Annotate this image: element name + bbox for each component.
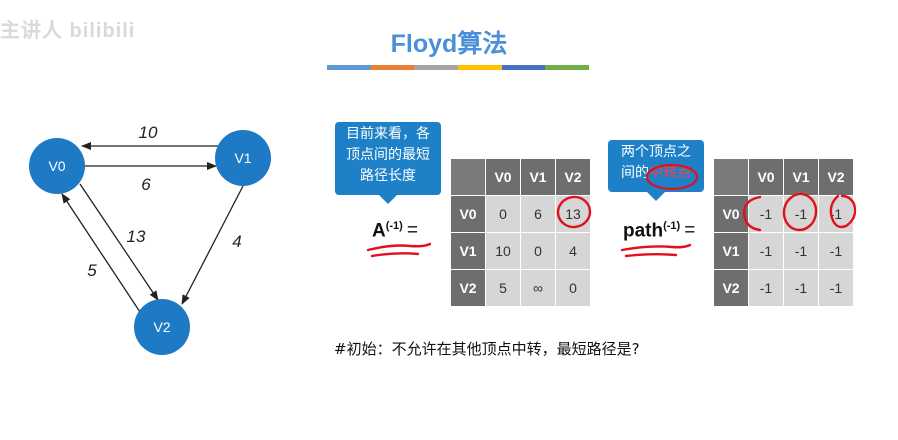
title-color-bars xyxy=(327,65,590,70)
edge-v1-v2 xyxy=(181,185,244,305)
watermark: 主讲人 bilibili xyxy=(0,20,136,42)
ink-underline xyxy=(366,242,432,258)
matrix-cell: 0 xyxy=(520,232,556,270)
column-header: V0 xyxy=(485,158,521,196)
slide-title: Floyd算法 xyxy=(390,30,508,58)
color-bar xyxy=(414,65,459,70)
path-matrix: V0 V1 V2 V0 -1 -1 -1 V1 -1 -1 -1 V2 -1 -… xyxy=(713,158,854,307)
edge-weight-5: 5 xyxy=(87,261,97,280)
matrix-cell: 10 xyxy=(485,232,521,270)
matrix-path-superscript: (-1) xyxy=(663,220,681,232)
matrix-cell: 0 xyxy=(555,269,591,307)
row-header: V0 xyxy=(713,195,749,233)
color-bar xyxy=(501,65,546,70)
row-header: V1 xyxy=(713,232,749,270)
color-bar xyxy=(370,65,415,70)
column-header: V1 xyxy=(783,158,819,196)
equals-sign: = xyxy=(406,220,418,242)
column-header: V1 xyxy=(520,158,556,196)
node-label-v1: V1 xyxy=(234,150,251,166)
matrix-cell: -1 xyxy=(748,269,784,307)
color-bar xyxy=(458,65,502,70)
matrix-cell: 5 xyxy=(485,269,521,307)
node-v0: V0 xyxy=(29,138,85,194)
graph-diagram: 10 6 13 5 4 V0 V1 V2 xyxy=(29,123,271,355)
matrix-cell: -1 xyxy=(783,232,819,270)
callout-line: 顶点间的最短 xyxy=(346,147,430,163)
matrix-a-label: A(-1)= xyxy=(372,220,418,242)
edge-weight-13: 13 xyxy=(127,227,146,246)
matrix-cell: -1 xyxy=(818,232,854,270)
callout-line: 两个顶点之 xyxy=(621,144,691,160)
matrix-cell: 0 xyxy=(485,195,521,233)
column-header: V0 xyxy=(748,158,784,196)
row-header: V0 xyxy=(450,195,486,233)
matrix-cell: 6 xyxy=(520,195,556,233)
row-header: V2 xyxy=(713,269,749,307)
edge-weight-6: 6 xyxy=(141,175,151,194)
node-v1: V1 xyxy=(215,130,271,186)
matrix-cell: ∞ xyxy=(520,269,556,307)
callout-line: 间的中转点 xyxy=(608,163,704,184)
matrix-cell: -1 xyxy=(748,232,784,270)
column-header: V2 xyxy=(818,158,854,196)
matrix-cell: -1 xyxy=(783,195,819,233)
color-bar xyxy=(327,65,371,70)
matrix-corner xyxy=(450,158,486,196)
distance-matrix: V0 V1 V2 V0 0 6 13 V1 10 0 4 V2 5 ∞ 0 xyxy=(450,158,591,307)
ink-underline xyxy=(620,243,692,258)
matrix-cell: -1 xyxy=(783,269,819,307)
node-label-v2: V2 xyxy=(153,319,170,335)
callout-distance: 目前来看，各 顶点间的最短 路径长度 xyxy=(335,122,441,204)
caption-text: #初始：不允许在其他顶点中转，最短路径是? xyxy=(334,340,640,358)
node-label-v0: V0 xyxy=(48,158,65,174)
matrix-path-name: path xyxy=(623,220,664,242)
callout-text: 间的 xyxy=(621,165,649,181)
edge-weight-10: 10 xyxy=(139,123,158,142)
matrix-cell: 4 xyxy=(555,232,591,270)
row-header: V1 xyxy=(450,232,486,270)
row-header: V2 xyxy=(450,269,486,307)
matrix-a-superscript: (-1) xyxy=(385,220,403,232)
matrix-cell: 13 xyxy=(555,195,591,233)
callout-highlight: 中转点 xyxy=(649,165,691,181)
matrix-cell: -1 xyxy=(818,269,854,307)
equals-sign: = xyxy=(684,220,696,242)
matrix-path-label: path(-1)= xyxy=(623,220,695,242)
matrix-corner xyxy=(713,158,749,196)
matrix-cell: -1 xyxy=(748,195,784,233)
callout-line: 目前来看，各 xyxy=(346,126,430,142)
callout-transit: 两个顶点之 间的中转点 xyxy=(608,140,704,201)
edge-weight-4: 4 xyxy=(232,232,241,251)
node-v2: V2 xyxy=(134,299,190,355)
matrix-a-name: A xyxy=(372,220,386,242)
color-bar xyxy=(545,65,590,70)
matrix-cell: -1 xyxy=(818,195,854,233)
callout-line: 路径长度 xyxy=(360,168,416,184)
edge-v2-v0 xyxy=(61,193,141,313)
edge-v0-v2 xyxy=(79,183,159,301)
column-header: V2 xyxy=(555,158,591,196)
